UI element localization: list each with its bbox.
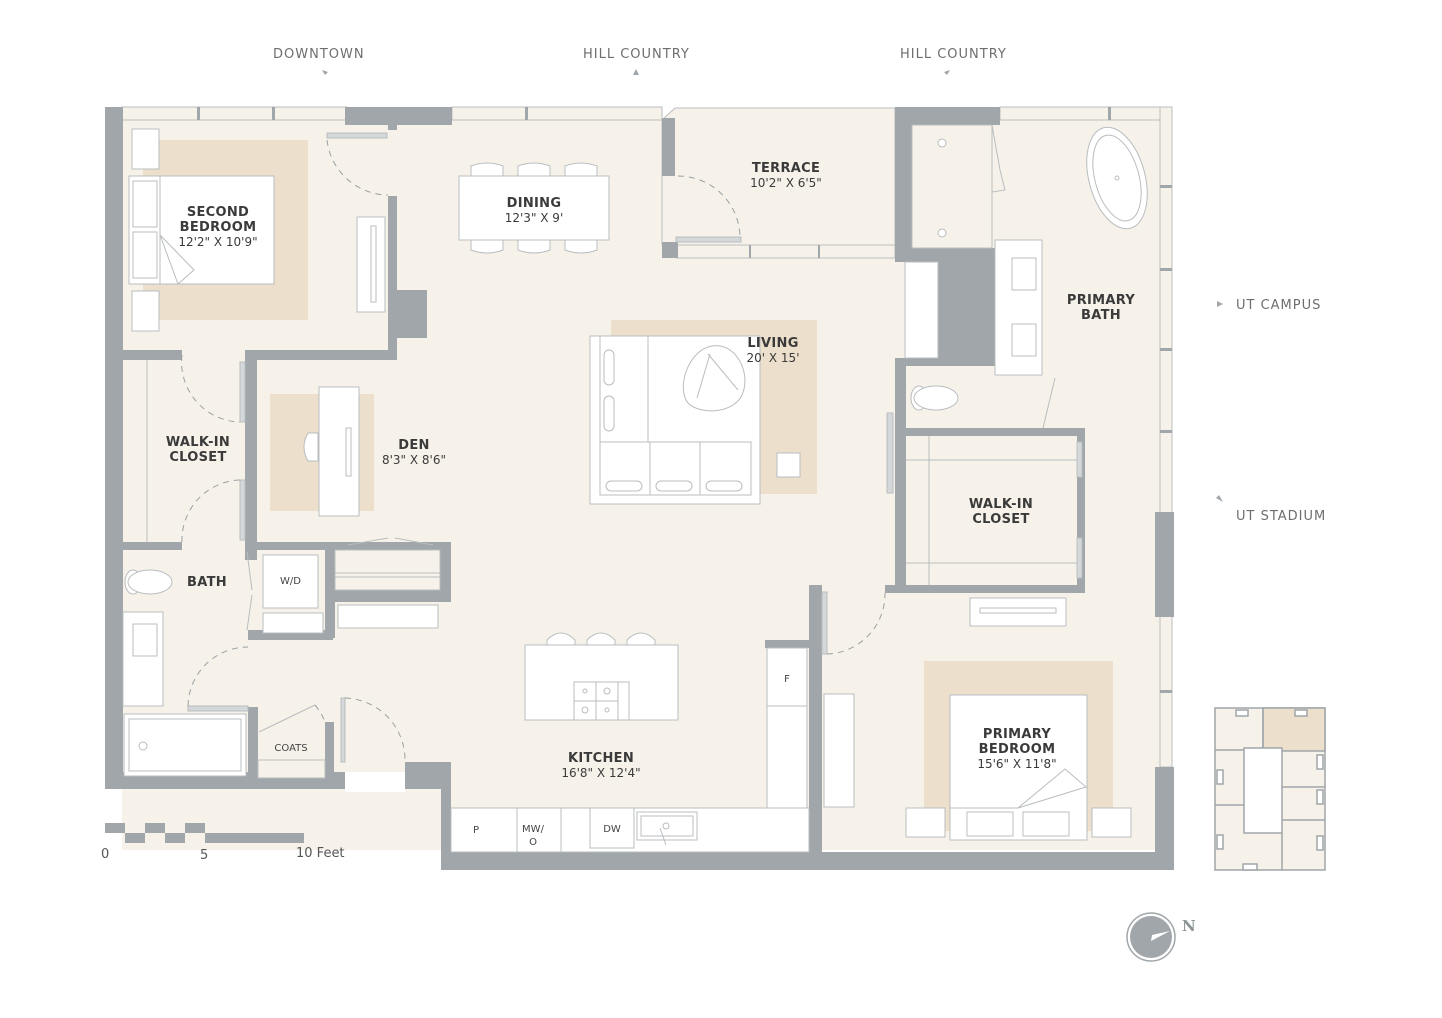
washer-dryer-label: W/D	[280, 576, 301, 587]
kitchen-fixtures	[450, 632, 810, 853]
primary-bath-fixtures	[904, 124, 1148, 429]
view-label-ut-campus: UT CAMPUS	[1236, 298, 1322, 313]
room-second-bedroom: SECOND BEDROOM 12'2" X 10'9"	[168, 205, 268, 250]
room-coats: COATS	[274, 743, 308, 754]
room-name: BEDROOM	[978, 742, 1056, 757]
room-name: SECOND	[186, 205, 250, 220]
view-label-downtown: DOWNTOWN	[273, 47, 365, 62]
laundry-storage	[262, 537, 441, 634]
room-name: BEDROOM	[179, 220, 257, 235]
room-dimensions: 16'8" X 12'4"	[561, 766, 641, 780]
room-name: PRIMARY	[982, 727, 1052, 742]
room-name: KITCHEN	[567, 751, 635, 766]
primary-bedroom-furniture	[821, 591, 1132, 841]
left-closet	[146, 360, 246, 542]
room-name: BATH	[187, 575, 227, 590]
room-dimensions: 10'2" X 6'5"	[750, 176, 822, 190]
room-dimensions: 20' X 15'	[746, 351, 800, 365]
room-primary-bedroom: PRIMARY BEDROOM 15'6" X 11'8"	[967, 727, 1067, 772]
room-name: CLOSET	[169, 450, 227, 465]
room-dimensions: 12'2" X 10'9"	[178, 235, 258, 249]
arrow-north-icon	[633, 69, 639, 75]
coats-closet	[257, 697, 346, 779]
room-living: LIVING 20' X 15'	[723, 336, 823, 366]
room-name: WALK-IN	[165, 435, 231, 450]
second-bedroom-furniture	[128, 128, 388, 332]
room-dimensions: 8'3" X 8'6"	[381, 453, 447, 467]
view-arrows	[322, 69, 1223, 502]
living-furniture	[589, 335, 801, 505]
scale-tick-5: 5	[200, 848, 209, 863]
view-label-hill-country-northeast: HILL COUNTRY	[900, 47, 1007, 62]
room-terrace: TERRACE 10'2" X 6'5"	[736, 161, 836, 191]
room-dimensions: 12'3" X 9'	[504, 211, 564, 225]
room-name: CLOSET	[972, 512, 1030, 527]
microwave-oven-label-line2: O	[529, 837, 537, 848]
room-name: WALK-IN	[968, 497, 1034, 512]
room-name: BATH	[1081, 308, 1121, 323]
compass-icon	[1126, 912, 1176, 962]
view-label-hill-country-north: HILL COUNTRY	[583, 47, 690, 62]
room-name: LIVING	[747, 336, 799, 351]
room-walkin-closet-right: WALK-IN CLOSET	[951, 497, 1051, 527]
room-bath: BATH	[177, 575, 237, 590]
room-kitchen: KITCHEN 16'8" X 12'4"	[551, 751, 651, 781]
room-dimensions: 15'6" X 11'8"	[977, 757, 1057, 771]
arrow-northwest-icon	[322, 70, 328, 75]
dishwasher-label: DW	[603, 824, 621, 835]
view-label-ut-stadium: UT STADIUM	[1236, 509, 1327, 524]
microwave-oven-label-line1: MW/	[522, 824, 544, 835]
den-furniture	[303, 386, 360, 517]
room-dining: DINING 12'3" X 9'	[484, 196, 584, 226]
arrow-southeast-icon	[1216, 495, 1223, 502]
room-den: DEN 8'3" X 8'6"	[364, 438, 464, 468]
window-mullions	[197, 107, 1172, 693]
scale-bar	[105, 823, 304, 843]
scale-tick-10: 10 Feet	[296, 846, 345, 861]
room-name: TERRACE	[751, 161, 821, 176]
north-label: N	[1182, 917, 1196, 935]
arrow-east-icon	[1217, 301, 1223, 307]
microwave-oven-label: MW/ O	[510, 823, 556, 849]
dining-table	[458, 162, 610, 254]
room-name: DEN	[398, 438, 430, 453]
room-primary-bath: PRIMARY BATH	[1051, 293, 1151, 323]
bath-fixtures	[122, 551, 253, 777]
fridge-label: F	[784, 674, 790, 685]
pantry-label: P	[472, 825, 480, 836]
scale-tick-0: 0	[101, 847, 110, 862]
right-closet-rods	[886, 412, 1083, 585]
room-name: PRIMARY	[1066, 293, 1136, 308]
room-walkin-closet-left: WALK-IN CLOSET	[148, 435, 248, 465]
room-name: DINING	[506, 196, 562, 211]
key-plan	[1214, 707, 1326, 871]
arrow-northeast-icon	[944, 70, 950, 75]
